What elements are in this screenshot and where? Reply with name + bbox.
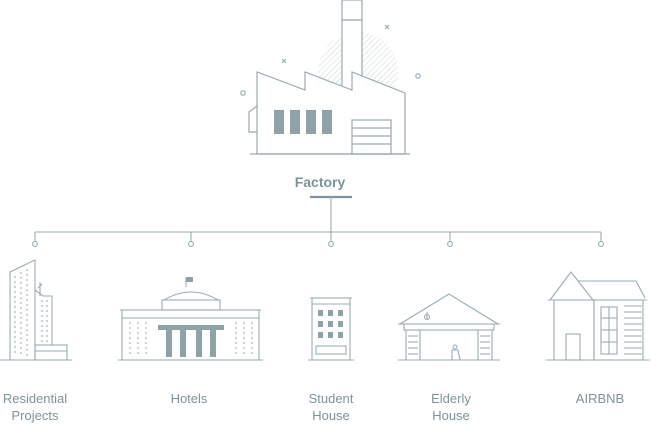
factory-label: Factory xyxy=(294,174,346,190)
airbnb-house-icon xyxy=(546,271,650,361)
elderly-house-icon xyxy=(398,293,500,361)
hotels-label-line-1: Hotels xyxy=(170,391,208,406)
elderly-label-line-2: House xyxy=(432,408,470,423)
airbnb-label-line-1: AIRBNB xyxy=(575,391,625,406)
tree-connectors xyxy=(32,197,604,247)
student-label-line-1: Student xyxy=(308,391,354,406)
airbnb-label: AIRBNB xyxy=(540,390,651,407)
residential-label-line-1: Residential xyxy=(2,391,68,406)
residential-tower-icon xyxy=(0,259,72,361)
residential-label: Residential Projects xyxy=(0,390,95,424)
elderly-label-line-1: Elderly xyxy=(431,391,471,406)
student-house-icon xyxy=(308,297,354,361)
student-house-label: Student House xyxy=(271,390,391,424)
hotel-building-icon xyxy=(118,277,263,361)
elderly-house-label: Elderly House xyxy=(391,390,511,424)
factory-icon xyxy=(240,0,421,155)
residential-label-line-2: Projects xyxy=(11,408,59,423)
hotels-label: Hotels xyxy=(129,390,249,407)
student-label-line-2: House xyxy=(312,408,350,423)
